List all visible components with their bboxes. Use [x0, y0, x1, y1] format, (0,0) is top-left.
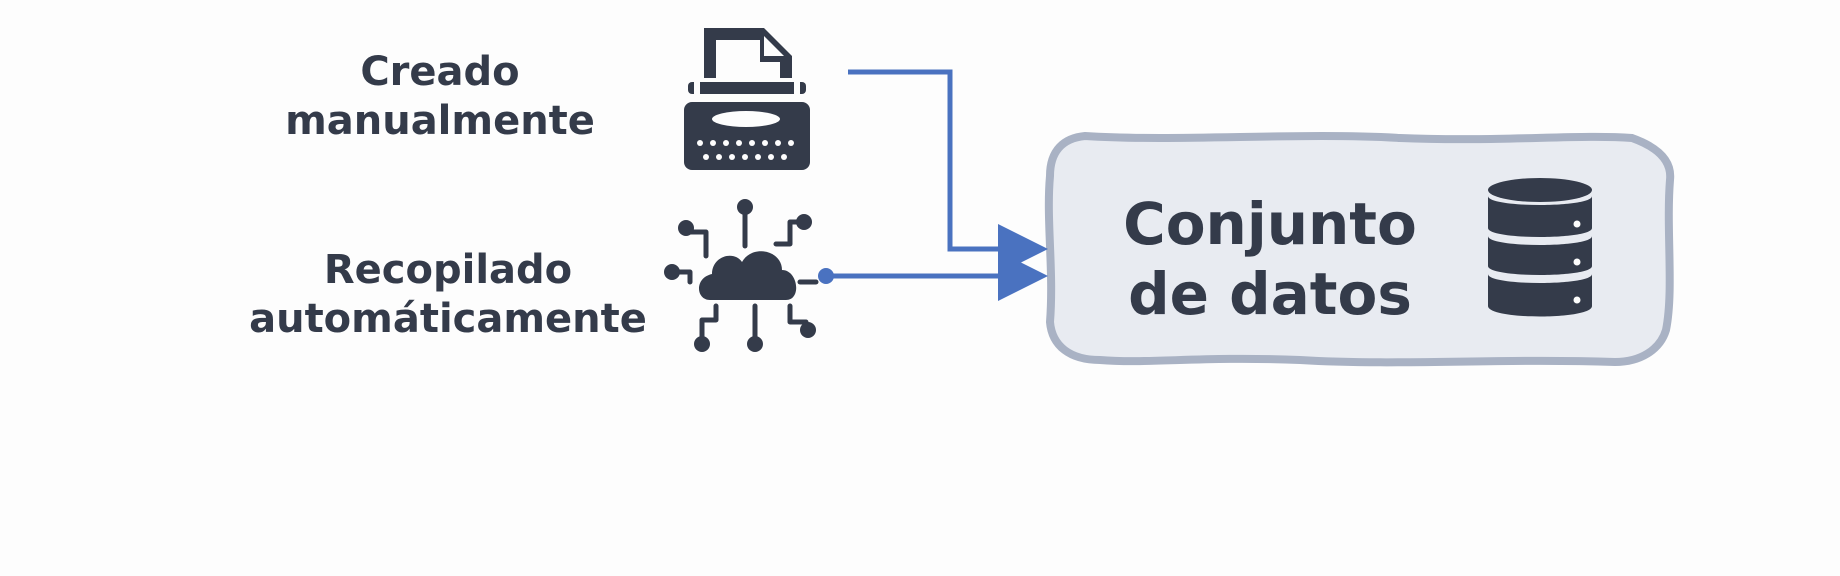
dataset-title: Conjunto de datos	[1110, 190, 1430, 329]
automatic-source-label-line2: automáticamente	[249, 295, 647, 342]
dataset-title-line2: de datos	[1128, 259, 1412, 328]
automatic-source-label: Recopilado automáticamente	[238, 246, 658, 344]
arrow-manual-to-dataset	[848, 69, 1048, 274]
manual-source-label: Creado manualmente	[270, 48, 610, 146]
automatic-source-label-line1: Recopilado	[323, 247, 573, 293]
dataset-title-line1: Conjunto	[1123, 190, 1417, 258]
arrow-auto-origin-dot	[818, 268, 834, 284]
manual-source-label-line1: Creado	[360, 49, 520, 95]
manual-source-label-line2: manualmente	[285, 97, 595, 144]
